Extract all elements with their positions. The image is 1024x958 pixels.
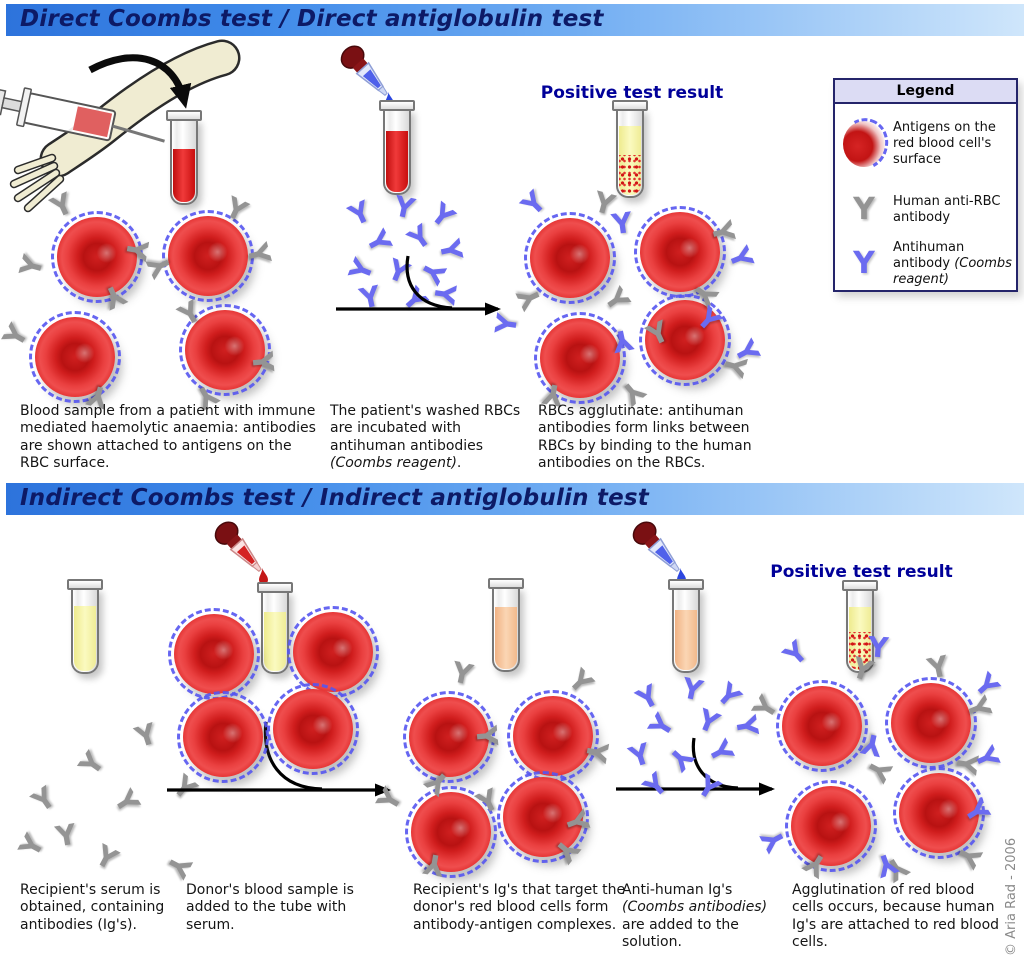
legend-item: Y Human anti-RBC antibody bbox=[835, 184, 1016, 236]
positive-result-label-indirect: Positive test result bbox=[770, 562, 953, 582]
red-blood-cell bbox=[287, 606, 379, 698]
rbc-antigen-icon bbox=[843, 121, 885, 167]
blood-liquid bbox=[173, 149, 195, 202]
caption-indirect-5: Agglutination of red blood cells occurs,… bbox=[792, 882, 1000, 951]
human-antibody-icon: Y bbox=[448, 655, 476, 692]
antihuman-antibody-icon: Y bbox=[488, 311, 525, 337]
human-antibody-icon: Y bbox=[89, 838, 124, 877]
agglutinated-cells-speckles bbox=[619, 154, 641, 195]
mixture-liquid bbox=[675, 609, 697, 670]
red-blood-cell bbox=[893, 767, 985, 859]
test-tube-mixture bbox=[668, 579, 704, 673]
indirect-test-banner: Indirect Coombs test / Indirect antiglob… bbox=[6, 483, 1024, 515]
antihuman-antibody-icon: Y bbox=[608, 322, 636, 359]
test-tube-positive-result bbox=[612, 100, 648, 198]
red-blood-cell bbox=[168, 608, 260, 700]
red-blood-cell bbox=[405, 786, 497, 878]
red-blood-cell bbox=[403, 691, 495, 783]
antihuman-antibody-icon: Y bbox=[777, 634, 815, 673]
legend-item-label: Human anti-RBC antibody bbox=[893, 194, 1001, 225]
human-antibody-icon: Y bbox=[949, 839, 988, 873]
red-blood-cell bbox=[29, 311, 121, 403]
red-blood-cell bbox=[507, 690, 599, 782]
agglutinated-cells-speckles bbox=[849, 631, 871, 670]
flow-arrow-direct bbox=[336, 255, 501, 316]
antihuman-antibody-icon: Y bbox=[721, 242, 760, 274]
blood-liquid bbox=[386, 130, 408, 192]
antihuman-antibody-icon: Y bbox=[424, 196, 461, 235]
test-tube-positive-result bbox=[842, 580, 878, 673]
human-antibody-icon: Y bbox=[107, 784, 146, 820]
test-tube-blood bbox=[379, 100, 415, 195]
test-tube-mixture bbox=[488, 578, 524, 672]
direct-test-banner: Direct Coombs test / Direct antiglobulin… bbox=[6, 4, 1024, 36]
serum-liquid bbox=[264, 611, 286, 671]
human-antibody-icon: Y bbox=[172, 294, 207, 333]
human-antibody-icon: Y bbox=[26, 780, 62, 819]
human-antibody-icon: Y bbox=[924, 649, 952, 686]
red-blood-cell bbox=[785, 780, 877, 872]
test-tube-serum bbox=[67, 579, 103, 674]
antihuman-antibody-icon: Y bbox=[754, 823, 794, 857]
antihuman-antibody-icon: Y bbox=[678, 671, 706, 708]
red-blood-cell bbox=[179, 304, 271, 396]
red-blood-cell bbox=[639, 294, 731, 386]
red-blood-cell bbox=[885, 677, 977, 769]
serum-liquid bbox=[74, 606, 96, 671]
human-antibody-icon: Y bbox=[131, 716, 161, 755]
red-blood-cell bbox=[51, 211, 143, 303]
legend-item-label: Antigens on the red blood cell's surface bbox=[893, 120, 996, 167]
red-blood-cell bbox=[634, 206, 726, 298]
human-antibody-icon: Y bbox=[853, 192, 875, 227]
positive-result-label-direct: Positive test result bbox=[540, 83, 724, 103]
human-antibody-icon: Y bbox=[53, 817, 79, 854]
antihuman-antibody-icon: Y bbox=[514, 184, 553, 223]
caption-indirect-3: Recipient's Ig's that target the donor's… bbox=[413, 882, 626, 933]
human-antibody-icon: Y bbox=[12, 829, 52, 863]
syringe-icon bbox=[0, 87, 165, 143]
legend-title: Legend bbox=[835, 80, 1016, 104]
antihuman-antibody-icon: Y bbox=[727, 335, 766, 369]
human-antibody-icon: Y bbox=[72, 745, 112, 782]
caption-indirect-4: Anti-human Ig's (Coombs antibodies) are … bbox=[622, 882, 768, 951]
test-tube-serum bbox=[257, 582, 293, 674]
antihuman-antibody-icon: Y bbox=[631, 678, 665, 717]
legend-item: Y Antihuman antibody (Coombs reagent) bbox=[835, 236, 1016, 292]
human-antibody-icon: Y bbox=[13, 251, 51, 280]
antihuman-antibody-icon: Y bbox=[609, 205, 635, 242]
caption-direct-1: Blood sample from a patient with immune … bbox=[20, 403, 316, 472]
red-blood-cell bbox=[497, 771, 589, 863]
red-blood-cell bbox=[534, 312, 626, 404]
red-blood-cell bbox=[776, 680, 868, 772]
antihuman-antibody-icon: Y bbox=[967, 741, 1006, 774]
mixture-liquid bbox=[495, 606, 517, 669]
red-blood-cell bbox=[162, 210, 254, 302]
blood-draw-arrow bbox=[88, 54, 192, 109]
antihuman-antibody-icon: Y bbox=[853, 246, 875, 281]
caption-direct-2: The patient's washed RBCs are incubated … bbox=[330, 403, 521, 472]
legend-item-label: Antihuman antibody (Coombs reagent) bbox=[893, 240, 1012, 287]
caption-direct-3: RBCs agglutinate: antihuman antibodies f… bbox=[538, 403, 752, 472]
legend-box: Legend Antigens on the red blood cell's … bbox=[833, 78, 1018, 292]
dropper-blood-icon bbox=[214, 521, 268, 585]
human-antibody-icon: Y bbox=[0, 318, 36, 353]
red-blood-cell bbox=[524, 212, 616, 304]
antihuman-antibody-icon: Y bbox=[343, 194, 377, 233]
blood-drop-icon bbox=[259, 568, 268, 585]
caption-indirect-2: Donor's blood sample is added to the tub… bbox=[186, 882, 354, 933]
human-antibody-icon: Y bbox=[159, 849, 198, 883]
red-blood-cell bbox=[177, 691, 269, 783]
caption-indirect-1: Recipient's serum is obtained, containin… bbox=[20, 882, 165, 933]
antihuman-antibody-icon: Y bbox=[390, 189, 418, 226]
antihuman-antibody-icon: Y bbox=[858, 726, 886, 763]
flow-arrow-indirect-2 bbox=[616, 737, 775, 796]
copyright-text: © Aria Rad - 2006 bbox=[1004, 837, 1019, 956]
legend-item: Antigens on the red blood cell's surface bbox=[835, 104, 1016, 184]
human-antibody-icon: Y bbox=[469, 724, 504, 748]
red-blood-cell bbox=[267, 683, 359, 775]
antihuman-antibody-icon: Y bbox=[866, 630, 890, 665]
arm-syringe-illustration bbox=[0, 39, 241, 213]
test-tube-blood bbox=[166, 110, 202, 205]
human-antibody-icon: Y bbox=[245, 350, 280, 374]
